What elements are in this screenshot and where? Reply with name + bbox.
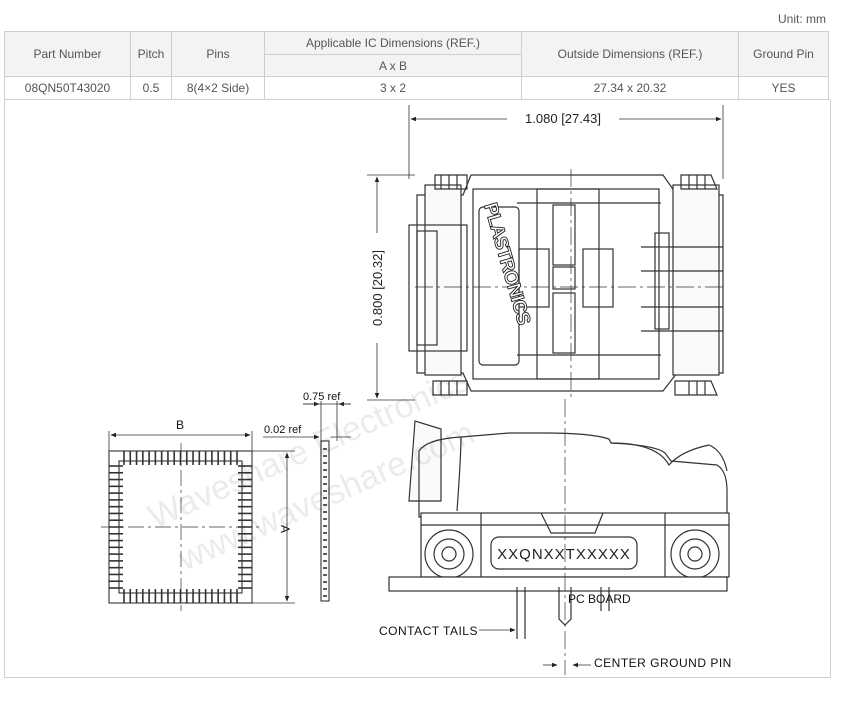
header-pins: Pins <box>171 31 265 77</box>
standoff-ref-label: 0.02 ref <box>264 424 302 436</box>
header-ground-pin: Ground Pin <box>738 31 829 77</box>
pc-board-label: PC BOARD <box>568 592 631 606</box>
height-dimension-label: 0.800 [20.32] <box>370 250 385 326</box>
cell-ic-dimensions: 3 x 2 <box>264 76 522 100</box>
cell-part-number: 08QN50T43020 <box>4 76 131 100</box>
header-ic-sub: A x B <box>264 54 522 77</box>
width-dimension-label: 1.080 [27.43] <box>525 111 601 126</box>
ic-package-side <box>263 401 351 602</box>
unit-label: Unit: mm <box>778 12 826 26</box>
cell-pins: 8(4×2 Side) <box>171 76 265 100</box>
contact-tails-label: CONTACT TAILS <box>379 624 478 638</box>
top-view <box>367 105 724 401</box>
cell-outside-dimensions: 27.34 x 20.32 <box>521 76 739 100</box>
part-code-label: XXQNXXTXXXXX <box>497 546 631 563</box>
center-ground-pin-label: CENTER GROUND PIN <box>594 656 732 670</box>
table-row: 08QN50T43020 0.5 8(4×2 Side) 3 x 2 27.34… <box>4 76 829 100</box>
cell-ground-pin: YES <box>738 76 829 100</box>
drawing-panel: 1.080 [27.43] 0.800 [20.32] PLASTRONICS … <box>4 99 831 678</box>
header-outside-dimensions: Outside Dimensions (REF.) <box>521 31 739 77</box>
spec-table: Part Number Pitch Pins Applicable IC Dim… <box>4 31 829 100</box>
dimension-a-label: A <box>278 525 292 533</box>
header-part-number: Part Number <box>4 31 131 77</box>
ic-pins <box>109 451 252 603</box>
side-view <box>388 399 730 675</box>
cell-pitch: 0.5 <box>130 76 172 100</box>
thickness-ref-label: 0.75 ref <box>303 391 341 403</box>
socket-drawing: 1.080 [27.43] 0.800 [20.32] PLASTRONICS … <box>101 105 732 675</box>
header-ic-dimensions: Applicable IC Dimensions (REF.) <box>264 31 522 55</box>
dimension-b-label: B <box>176 418 184 432</box>
header-pitch: Pitch <box>130 31 172 77</box>
brand-label: PLASTRONICS <box>479 201 534 327</box>
ic-side-pins <box>323 448 327 597</box>
